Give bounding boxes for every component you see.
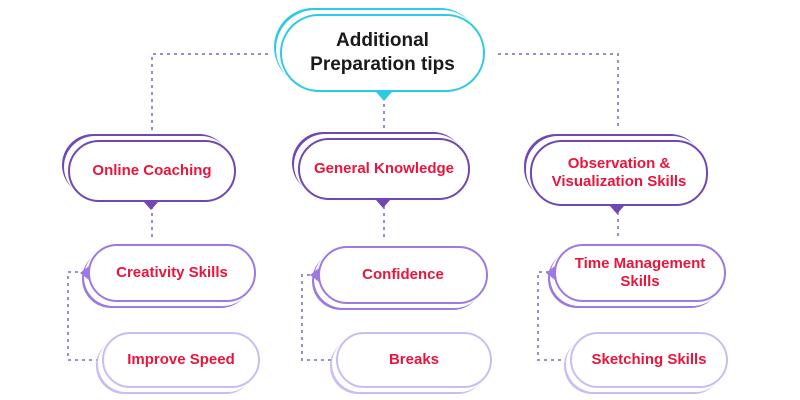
item-improve-speed: Improve Speed — [102, 332, 260, 388]
root-node: Additional Preparation tips — [280, 14, 485, 92]
item-breaks: Breaks — [336, 332, 492, 388]
root-notch — [376, 92, 392, 101]
root-title-line1: Additional — [336, 30, 429, 51]
item-creativity-skills: Creativity Skills — [88, 244, 256, 302]
item-label: Sketching Skills — [591, 351, 707, 368]
category-notch — [144, 202, 158, 210]
category-notch — [376, 200, 390, 208]
item-label: Breaks — [388, 351, 440, 368]
category-label-line1: Observation & — [567, 155, 671, 172]
item-notch — [80, 266, 89, 280]
item-label: Confidence — [362, 266, 444, 283]
category-notch — [610, 206, 624, 214]
category-label: Online Coaching — [92, 162, 212, 179]
category-label: General Knowledge — [313, 160, 455, 177]
item-label-line2: Skills — [620, 273, 660, 290]
item-notch — [310, 268, 319, 282]
item-confidence: Confidence — [318, 246, 488, 304]
root-title-line2: Preparation tips — [310, 54, 455, 75]
category-label-line2: Visualization Skills — [551, 173, 687, 190]
category-general-knowledge: General Knowledge — [298, 138, 470, 200]
item-notch — [546, 266, 555, 280]
item-time-management-skills: Time Management Skills — [554, 244, 726, 302]
item-sketching-skills: Sketching Skills — [570, 332, 728, 388]
category-observation-visualization-skills: Observation & Visualization Skills — [530, 140, 708, 206]
category-online-coaching: Online Coaching — [68, 140, 236, 202]
item-label-line1: Time Management — [574, 255, 706, 272]
item-label: Creativity Skills — [116, 264, 228, 281]
item-label: Improve Speed — [127, 351, 235, 368]
